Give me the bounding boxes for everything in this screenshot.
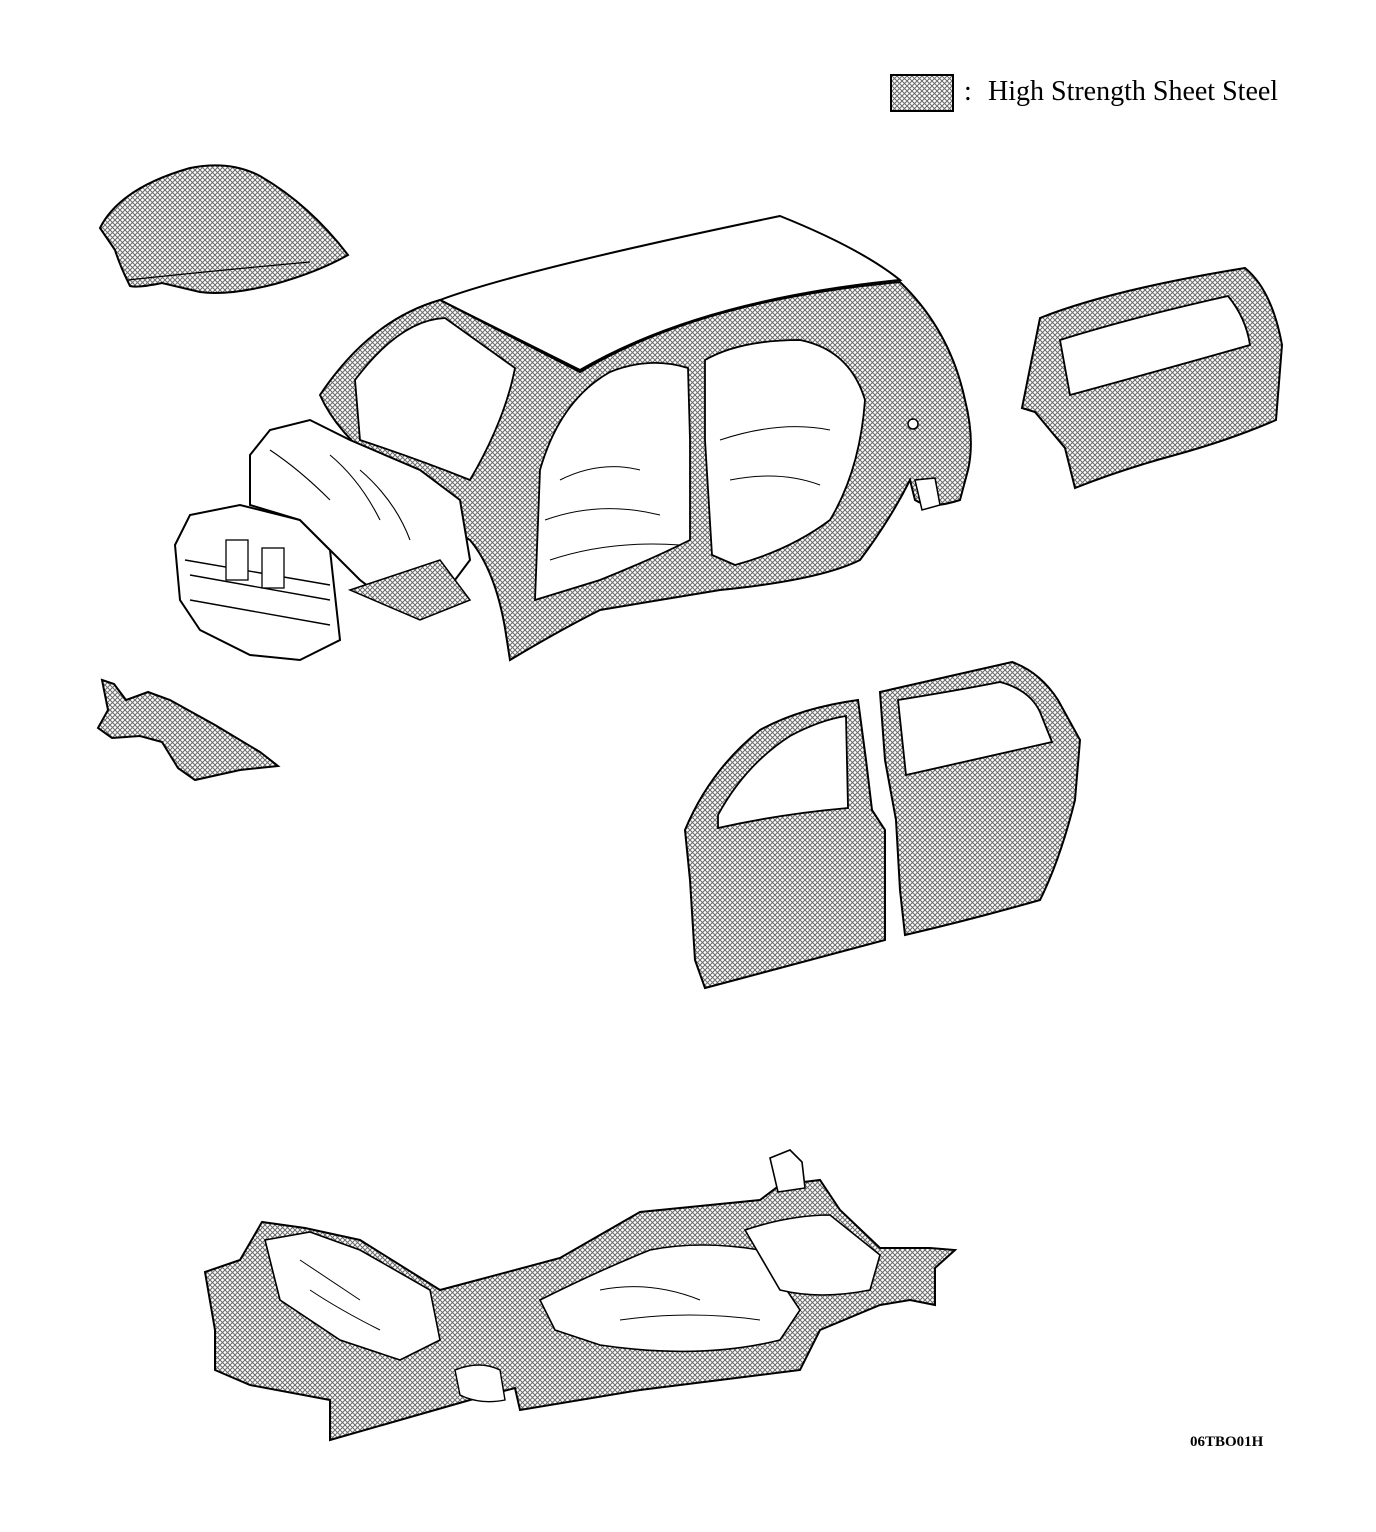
rear-door-panel [878, 660, 1082, 937]
legend-label: High Strength Sheet Steel [988, 76, 1279, 107]
front-door-panel [683, 698, 886, 990]
hood-panel [98, 164, 350, 294]
tailgate-panel [1020, 266, 1284, 490]
legend-colon: : [964, 76, 972, 107]
front-end-structure [173, 418, 472, 662]
body-side-roof-assembly [318, 214, 972, 662]
legend-swatch [890, 74, 954, 112]
fender-apron-panel [96, 678, 281, 782]
underbody-floor-assembly [203, 1149, 958, 1442]
figure-code: 06TBO01H [1190, 1434, 1264, 1450]
